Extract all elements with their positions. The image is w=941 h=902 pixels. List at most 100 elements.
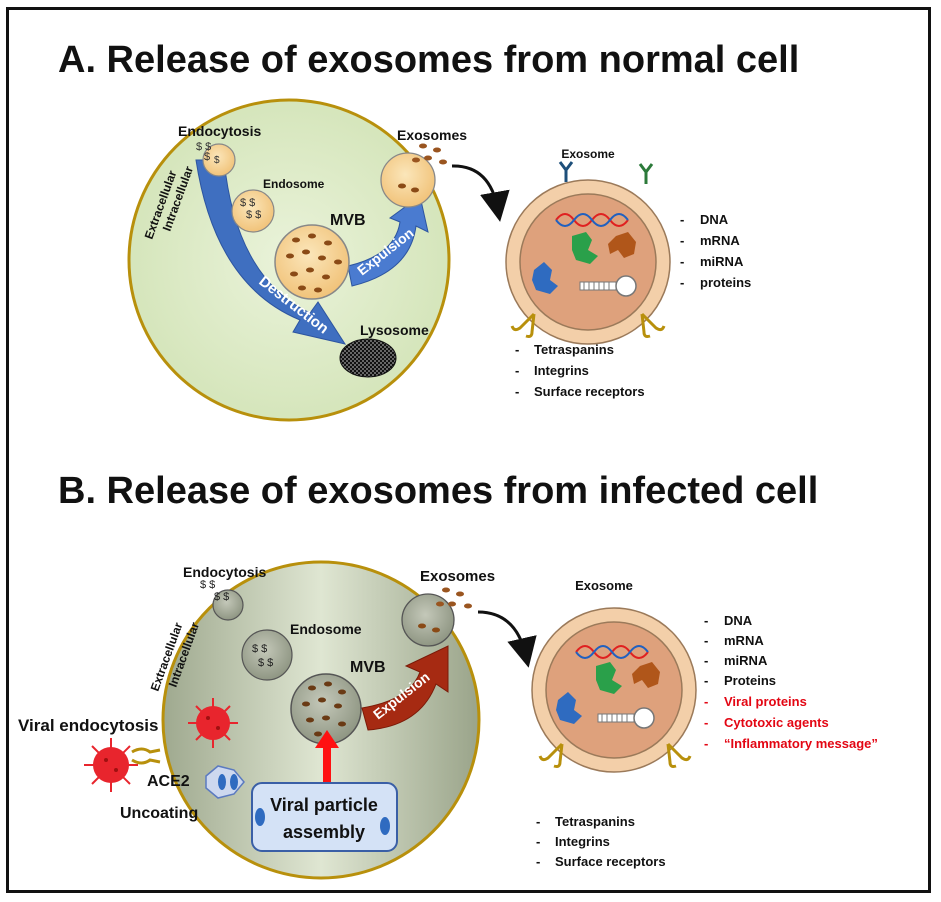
surface-list: -Tetraspanins -Integrins -Surface recept… [515,342,645,399]
svg-text:$ $: $ $ [200,579,215,591]
cargo-list: - DNA - mRNA - miRNA - proteins [680,212,751,290]
svg-text:-: - [704,673,708,688]
svg-text:-: - [515,363,519,378]
cargo-item-highlighted: “Inflammatory message” [724,736,878,751]
figure-frame [6,7,931,893]
receptor-icon [558,161,574,182]
blue-protein-icon [532,262,558,294]
assembly-label-line1: Viral particle [270,795,378,815]
uncoating-icon [205,765,245,799]
svg-text:-: - [515,384,519,399]
mirna-icon [597,707,655,729]
cargo-item: mRNA [700,233,740,248]
svg-text:-: - [680,275,684,290]
surface-item: Integrins [534,363,589,378]
surface-item: Tetraspanins [555,814,635,829]
transfer-arrow [451,164,510,222]
svg-text:$ $: $ $ [240,197,255,209]
svg-text:-: - [704,613,708,628]
ace2-label: ACE2 [147,773,190,790]
ace2-receptor-icon [131,747,161,765]
cargo-item: DNA [700,212,729,227]
svg-text:$ $: $ $ [252,643,267,655]
uncoating-label: Uncoating [120,805,198,822]
svg-text:$: $ [204,151,210,163]
endosome-label: Endosome [290,621,362,637]
exosome-title: Exosome [561,147,615,161]
endocytosis-vesicle: $ $ $ $ [196,141,236,177]
svg-text:-: - [704,736,708,751]
surface-item: Tetraspanins [534,342,614,357]
mirna-icon [579,275,637,297]
svg-text:-: - [704,694,708,709]
released-exosomes [412,143,447,165]
endosome-label: Endosome [263,177,325,191]
cargo-item: DNA [724,613,753,628]
surface-item: Surface receptors [534,384,645,399]
integrin-icon [666,742,692,768]
orange-protein-icon [608,232,636,258]
exosomes-label: Exosomes [397,127,467,143]
cargo-item: mRNA [724,633,764,648]
dna-icon [575,645,649,659]
svg-text:-: - [704,653,708,668]
assembly-label-line2: assembly [283,822,365,842]
integrin-icon [538,742,564,768]
blue-protein-icon [556,692,582,724]
orange-protein-icon [632,662,660,688]
svg-text:-: - [536,854,540,869]
endocytosis-label: Endocytosis [183,564,266,580]
integrin-icon [640,312,666,338]
exosome-vesicle [380,152,436,208]
integrin-icon [510,312,536,338]
svg-text:-: - [680,254,684,269]
cargo-item: proteins [700,275,751,290]
viral-assembly-box [251,782,398,852]
lysosome [339,338,397,378]
svg-text:-: - [704,633,708,648]
svg-text:$: $ [214,155,220,166]
endosome: $ $ $ $ [241,629,293,681]
panel-a-title: A. Release of exosomes from normal cell [58,39,799,81]
cargo-item-highlighted: Viral proteins [724,694,807,709]
cargo-item: Proteins [724,673,776,688]
cargo-item: miRNA [700,254,744,269]
exosome-detail [505,161,671,345]
cargo-list: - DNA - mRNA - miRNA - Proteins - Viral prote… [704,613,878,751]
released-exosomes [436,587,472,609]
receptor-icon [638,163,654,184]
transfer-arrow [477,610,537,668]
mvb-label: MVB [350,659,386,676]
svg-text:$ $: $ $ [196,141,211,153]
endocytosis-label: Endocytosis [178,123,261,139]
svg-text:-: - [680,233,684,248]
svg-text:$ $: $ $ [246,209,261,221]
virus-icon [188,698,238,748]
svg-text:-: - [536,814,540,829]
exosomes-label: Exosomes [420,568,495,585]
exosome-detail [531,607,697,773]
surface-item: Surface receptors [555,854,666,869]
green-protein-icon [596,662,622,694]
mvb-label: MVB [330,212,366,229]
mvb [290,673,362,745]
endocytosis-vesicle: $ $ $ $ [200,579,244,621]
panel-b-title: B. Release of exosomes from infected cel… [58,470,818,512]
cargo-item-highlighted: Cytotoxic agents [724,715,829,730]
endosome: $ $ $ $ [231,189,275,233]
exosome-vesicle [401,593,455,647]
virus-icon [84,738,138,792]
viral-endocytosis-label: Viral endocytosis [18,716,158,735]
svg-text:-: - [515,342,519,357]
assembly-arrow [315,730,339,782]
surface-list: -Tetraspanins -Integrins -Surface recept… [536,814,666,869]
surface-item: Integrins [555,834,610,849]
cargo-item: miRNA [724,653,768,668]
svg-text:-: - [704,715,708,730]
exosome-title: Exosome [575,578,633,593]
svg-text:-: - [536,834,540,849]
green-protein-icon [572,232,598,264]
lysosome-label: Lysosome [360,322,429,338]
svg-text:-: - [680,212,684,227]
